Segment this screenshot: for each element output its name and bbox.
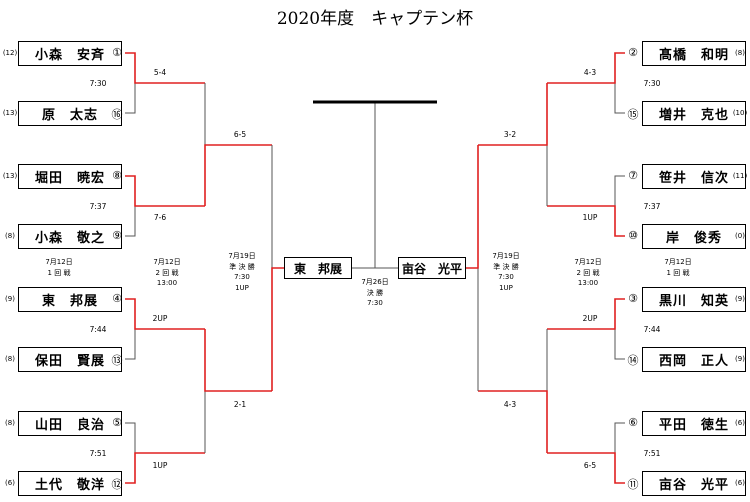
handicap-left-3: (13) xyxy=(2,172,18,180)
player-right-5: 黒川 知英 xyxy=(642,287,746,312)
score-left-r1-4: 1UP xyxy=(152,461,168,470)
seed-left-8: ⑫ xyxy=(111,478,123,491)
finalist-left: 東 邦展 xyxy=(284,257,352,279)
seed-right-1: ② xyxy=(628,46,638,59)
time-right-r1-4: 7:51 xyxy=(643,449,661,458)
player-left-7: 山田 良治 xyxy=(18,411,122,436)
seed-right-3: ⑦ xyxy=(628,169,638,182)
player-left-5: 東 邦展 xyxy=(18,287,122,312)
player-right-3: 笹井 信次 xyxy=(642,164,746,189)
score-left-r2-2: 2-1 xyxy=(233,400,247,409)
handicap-right-4: (0) xyxy=(735,232,745,240)
seed-left-6: ⑬ xyxy=(111,354,123,367)
time-right-r1-1: 7:30 xyxy=(643,79,661,88)
score-right-r1-3: 2UP xyxy=(582,314,598,323)
seed-left-2: ⑯ xyxy=(111,108,123,121)
score-right-r1-4: 6-5 xyxy=(583,461,597,470)
player-right-7: 平田 徳生 xyxy=(642,411,746,436)
score-right-r2-1: 3-2 xyxy=(503,130,517,139)
player-left-2: 原 太志 xyxy=(18,101,122,126)
seed-right-6: ⑭ xyxy=(627,354,639,367)
player-left-4: 小森 敬之 xyxy=(18,224,122,249)
handicap-right-1: (8) xyxy=(735,49,745,57)
player-left-1: 小森 安斉 xyxy=(18,41,122,66)
time-left-r1-2: 7:37 xyxy=(89,202,107,211)
handicap-right-8: (6) xyxy=(735,479,745,487)
time-left-r1-3: 7:44 xyxy=(89,325,107,334)
handicap-right-3: (11) xyxy=(732,172,748,180)
seed-right-5: ③ xyxy=(628,292,638,305)
score-left-r1-3: 2UP xyxy=(152,314,168,323)
player-right-8: 亩谷 光平 xyxy=(642,471,746,496)
page-title: 2020年度 キャプテン杯 xyxy=(276,9,474,29)
score-right-r1-2: 1UP xyxy=(582,213,598,222)
seed-right-4: ⑩ xyxy=(628,229,638,242)
player-right-4: 岸 俊秀 xyxy=(642,224,746,249)
handicap-right-7: (6) xyxy=(735,419,745,427)
seed-left-3: ⑧ xyxy=(112,169,122,182)
seed-left-5: ④ xyxy=(112,292,122,305)
seed-right-8: ⑪ xyxy=(627,478,639,491)
score-left-r2-1: 6-5 xyxy=(233,130,247,139)
player-right-1: 髙橋 和明 xyxy=(642,41,746,66)
time-right-r1-2: 7:37 xyxy=(643,202,661,211)
time-right-r1-3: 7:44 xyxy=(643,325,661,334)
seed-right-7: ⑥ xyxy=(628,416,638,429)
player-left-6: 保田 賢展 xyxy=(18,347,122,372)
player-right-6: 西岡 正人 xyxy=(642,347,746,372)
handicap-left-6: (8) xyxy=(5,355,15,363)
seed-left-1: ① xyxy=(112,46,122,59)
handicap-right-5: (9) xyxy=(735,295,745,303)
score-left-r1-1: 5-4 xyxy=(153,68,167,77)
seed-left-4: ⑨ xyxy=(112,229,122,242)
score-left-r1-2: 7-6 xyxy=(153,213,167,222)
handicap-right-2: (10) xyxy=(732,109,748,117)
handicap-left-2: (13) xyxy=(2,109,18,117)
player-right-2: 増井 克也 xyxy=(642,101,746,126)
handicap-left-5: (9) xyxy=(5,295,15,303)
player-left-8: 土代 敬洋 xyxy=(18,471,122,496)
finalist-right: 亩谷 光平 xyxy=(398,257,466,279)
time-left-r1-4: 7:51 xyxy=(89,449,107,458)
time-left-r1-1: 7:30 xyxy=(89,79,107,88)
seed-right-2: ⑮ xyxy=(627,108,639,121)
seed-left-7: ⑤ xyxy=(112,416,122,429)
handicap-left-1: (12) xyxy=(2,49,18,57)
handicap-left-7: (8) xyxy=(5,419,15,427)
score-right-r2-2: 4-3 xyxy=(503,400,517,409)
player-left-3: 堀田 暁宏 xyxy=(18,164,122,189)
handicap-left-8: (6) xyxy=(5,479,15,487)
score-right-r1-1: 4-3 xyxy=(583,68,597,77)
handicap-right-6: (9) xyxy=(735,355,745,363)
handicap-left-4: (8) xyxy=(5,232,15,240)
